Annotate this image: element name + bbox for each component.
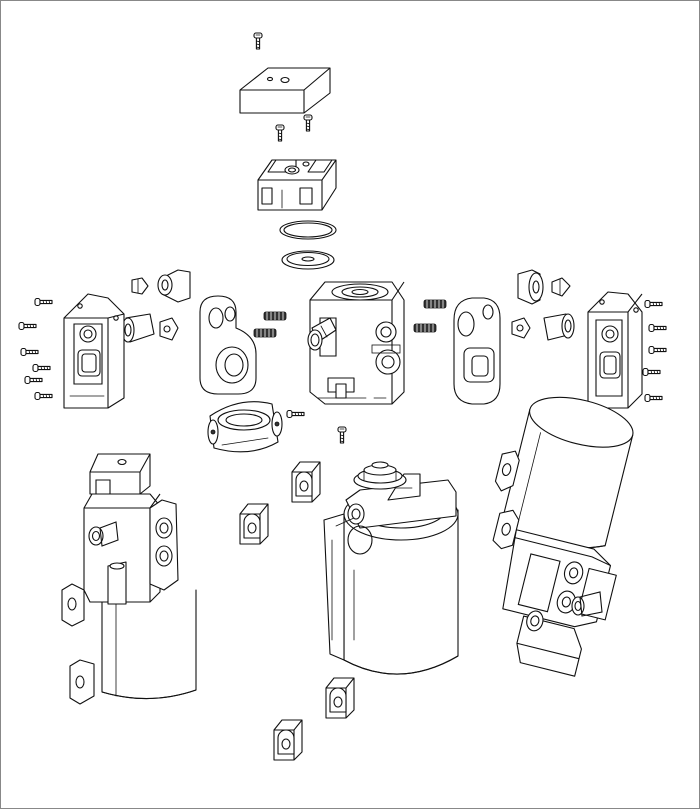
motor-right-assembled bbox=[492, 396, 634, 677]
left-fitting-lower bbox=[121, 313, 179, 343]
rubber-mount-1 bbox=[291, 461, 321, 503]
piston-cage-screws bbox=[286, 409, 347, 444]
right-fitting-upper bbox=[517, 269, 571, 305]
top-cover bbox=[239, 67, 331, 114]
right-valve-plate bbox=[453, 297, 501, 405]
motor-center bbox=[323, 461, 459, 675]
valve-block bbox=[257, 159, 337, 211]
diaphragm-washer bbox=[281, 250, 335, 270]
valve-block-screws bbox=[275, 114, 313, 142]
rubber-mount-3 bbox=[325, 677, 355, 719]
pump-housing bbox=[309, 281, 405, 405]
left-valve-plate bbox=[199, 295, 257, 395]
left-end-plate bbox=[63, 293, 125, 409]
rubber-mount-2 bbox=[239, 503, 269, 545]
right-motor-fitting bbox=[571, 591, 603, 617]
right-plate-screws bbox=[642, 299, 667, 403]
motor-left-assembled bbox=[61, 453, 197, 705]
right-end-plate bbox=[587, 291, 643, 409]
right-fitting-lower bbox=[511, 313, 575, 341]
rubber-mount-4 bbox=[273, 719, 303, 761]
left-plate-screws bbox=[18, 297, 53, 401]
top-cover-screw bbox=[253, 32, 263, 50]
left-fitting-upper bbox=[131, 269, 191, 303]
springs-left bbox=[253, 311, 287, 338]
springs-right bbox=[413, 299, 447, 333]
piston-cage bbox=[207, 401, 283, 453]
center-fitting bbox=[307, 317, 337, 351]
o-ring bbox=[279, 220, 337, 240]
